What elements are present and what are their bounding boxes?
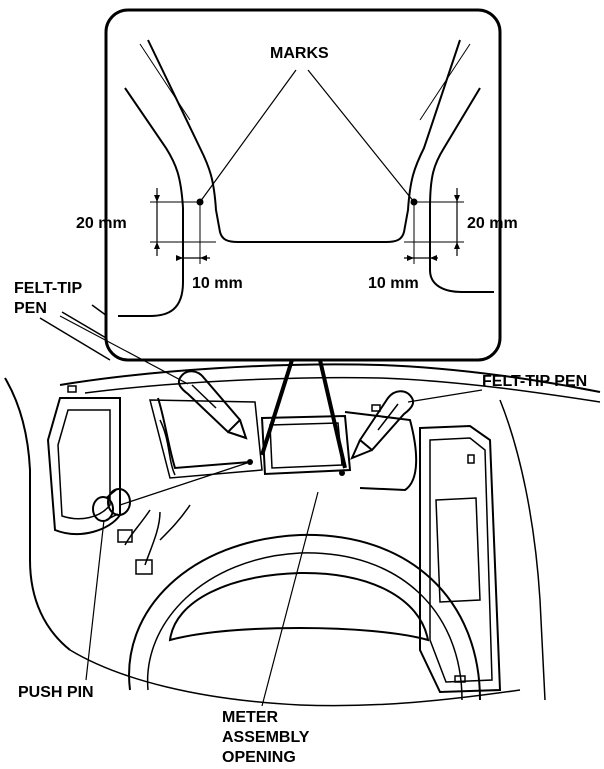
- detail-frame: [104, 8, 502, 362]
- label-push-pin: PUSH PIN: [18, 684, 94, 701]
- label-meter-3: OPENING: [222, 749, 296, 766]
- label-10mm-left: 10 mm: [192, 275, 243, 292]
- label-marks: MARKS: [270, 45, 329, 62]
- mark-dot-right: [339, 470, 345, 476]
- label-meter-1: METER: [222, 709, 278, 726]
- felt-tip-pen-right: [350, 390, 415, 460]
- label-felt-tip-pen-left-1: FELT-TIP: [14, 280, 82, 297]
- label-felt-tip-pen-left-2: PEN: [14, 300, 47, 317]
- push-pin-head: [92, 496, 114, 522]
- label-felt-tip-pen-right: FELT-TIP PEN: [482, 373, 587, 390]
- outer-labels: FELT-TIP PEN FELT-TIP PEN PUSH PIN METER…: [14, 280, 587, 766]
- label-20mm-left: 20 mm: [76, 215, 127, 232]
- felt-tip-pen-left: [177, 370, 248, 440]
- dashboard-illustration: [4, 304, 601, 707]
- label-10mm-right: 10 mm: [368, 275, 419, 292]
- detail-callout: MARKS 20 mm 20 mm 10 mm 10 mm: [76, 8, 518, 469]
- label-meter-2: ASSEMBLY: [222, 729, 310, 746]
- label-20mm-right: 20 mm: [467, 215, 518, 232]
